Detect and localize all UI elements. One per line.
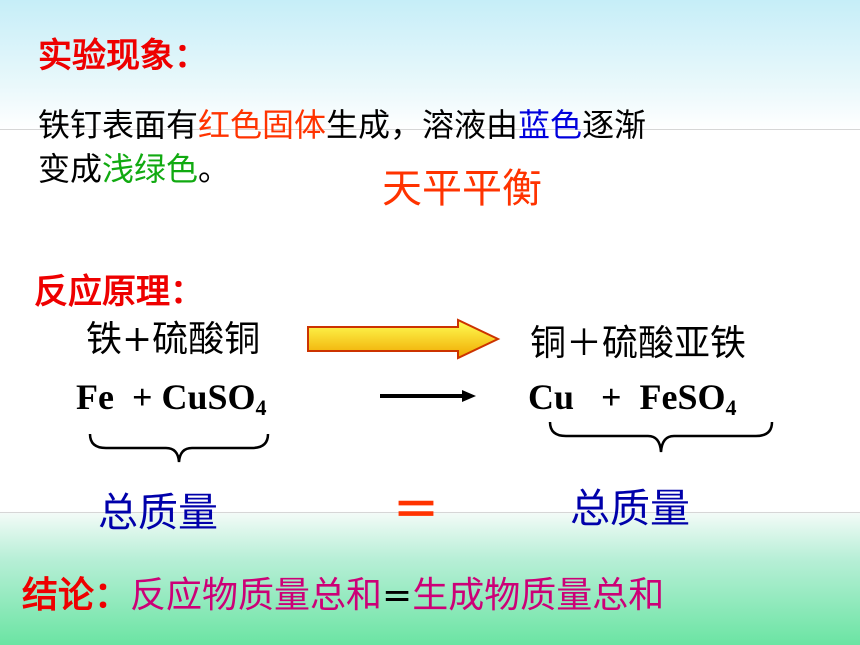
principle-title: 反应原理： <box>34 272 204 312</box>
total-mass-left: 总质量 <box>98 490 218 536</box>
header-divider <box>0 129 860 130</box>
observation-text: 铁钉表面有 <box>38 106 199 144</box>
footer-divider <box>0 512 860 513</box>
conclusion-line: 结论：反应物质量总和=生成物质量总和 <box>22 566 664 618</box>
red-solid-text: 红色固体 <box>198 106 327 144</box>
light-green-text: 浅绿色 <box>102 150 199 188</box>
left-brace-icon <box>88 433 270 463</box>
footer-background <box>0 512 860 645</box>
formula-left: Fe + CuSO4 <box>76 376 267 421</box>
header-background <box>0 0 860 130</box>
observation-text: 逐渐 <box>582 106 647 144</box>
yellow-arrow-icon <box>307 318 501 360</box>
conclusion-reactants: 反应物质量总和 <box>130 575 383 616</box>
observation-text: 生成，溶液由 <box>326 106 519 144</box>
formula-cuso: CuSO <box>161 377 256 417</box>
formula-plus: + <box>131 377 153 417</box>
observation-line-1: 铁钉表面有红色固体生成，溶液由蓝色逐渐 <box>38 100 646 146</box>
formula-plus: + <box>601 377 622 417</box>
formula-fe: Fe <box>76 377 114 417</box>
conclusion-label: 结论： <box>22 575 131 616</box>
formula-cu: Cu <box>528 377 575 417</box>
blue-text: 蓝色 <box>518 106 583 144</box>
conclusion-equals: = <box>382 575 413 616</box>
conclusion-products: 生成物质量总和 <box>412 575 665 616</box>
observation-line-2: 变成浅绿色。 <box>38 144 230 190</box>
balance-text: 天平平衡 <box>382 166 542 212</box>
right-brace-icon <box>548 421 774 453</box>
formula-subscript: 4 <box>255 395 267 420</box>
formula-subscript: 4 <box>725 395 737 420</box>
formula-feso: FeSO <box>639 377 726 417</box>
word-equation-right: 铜＋硫酸亚铁 <box>530 323 747 364</box>
observation-title: 实验现象： <box>38 36 208 76</box>
formula-right: Cu + FeSO4 <box>528 376 737 421</box>
word-equation-left: 铁+硫酸铜 <box>86 319 261 360</box>
equals-sign: ＝ <box>393 483 439 537</box>
total-mass-right: 总质量 <box>570 486 690 532</box>
reaction-arrow-icon <box>380 390 476 402</box>
observation-text: 。 <box>198 150 231 188</box>
observation-text: 变成 <box>38 150 103 188</box>
